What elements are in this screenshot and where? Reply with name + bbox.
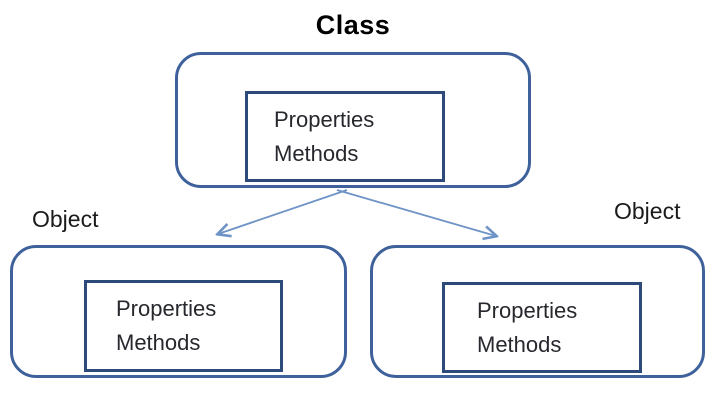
object-members-box-left: Properties Methods [84,280,283,372]
object-left-properties-label: Properties [116,296,217,321]
object-label-left: Object [32,206,99,232]
object-right-properties-label: Properties [477,297,578,323]
class-members-box: Properties Methods [245,91,445,182]
object-right-methods-label: Methods [477,331,562,357]
object-members-box-right: Properties Methods [442,282,642,373]
object-label-right: Object [614,198,681,224]
arrow-to-right-object [336,189,496,236]
object-left-methods-label: Methods [116,330,201,355]
class-methods-label: Methods [274,140,359,166]
arrow-to-left-object [218,189,348,234]
class-properties-label: Properties [274,106,375,132]
class-title: Class [315,10,391,40]
